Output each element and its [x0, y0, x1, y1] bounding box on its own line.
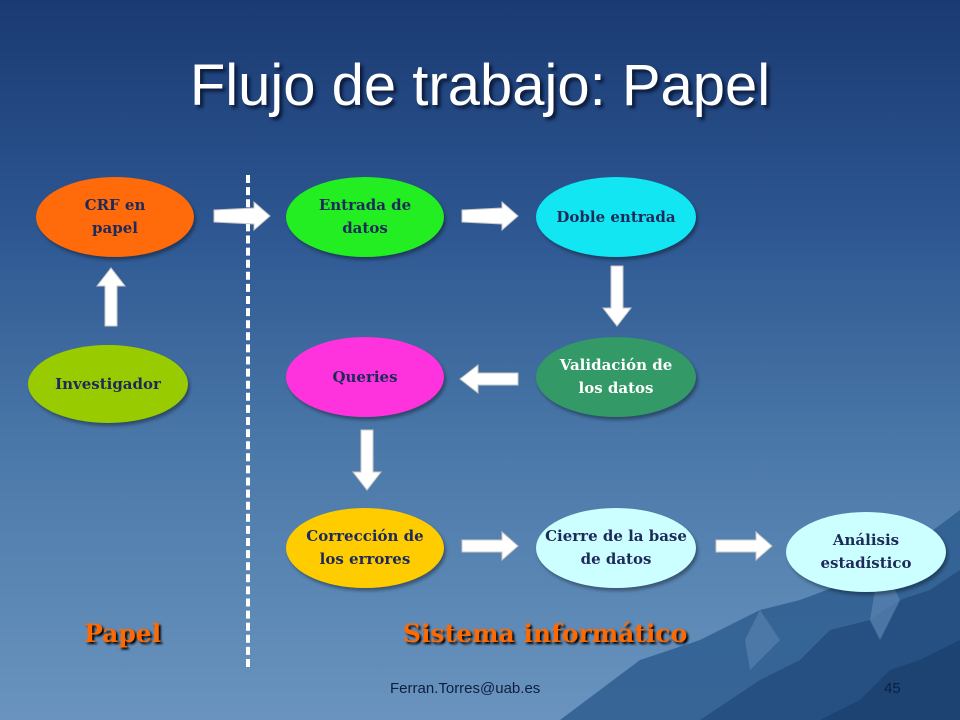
arrow-down-icon — [601, 265, 633, 327]
node-entrada-line2: datos — [342, 219, 388, 237]
section-label-papel: Papel — [84, 619, 162, 648]
node-crf-papel: CRF en papel — [36, 177, 194, 257]
node-analisis-line2: estadístico — [820, 554, 912, 572]
node-cierre-base: Cierre de la base de datos — [536, 508, 696, 588]
footer-email: Ferran.Torres@uab.es — [390, 680, 541, 697]
node-entrada-datos: Entrada de datos — [286, 177, 444, 257]
node-validacion-line2: los datos — [578, 379, 654, 397]
arrow-right-icon — [715, 530, 773, 562]
section-label-sistema: Sistema informático — [403, 619, 688, 648]
node-correccion-line1: Corrección de — [306, 527, 424, 545]
arrow-left-icon — [459, 363, 519, 395]
node-doble-entrada: Doble entrada — [536, 177, 696, 257]
page-number: 45 — [884, 680, 901, 697]
node-queries-label: Queries — [332, 367, 398, 386]
node-investigador: Investigador — [28, 345, 188, 423]
node-cierre-line2: de datos — [580, 550, 652, 568]
section-divider — [246, 175, 250, 667]
slide-title: Flujo de trabajo: Papel — [189, 53, 771, 118]
arrow-right-icon — [461, 200, 519, 232]
arrow-up-icon — [95, 267, 127, 327]
node-analisis-line1: Análisis — [832, 531, 900, 549]
node-validacion-line1: Validación de — [559, 356, 673, 374]
node-cierre-line1: Cierre de la base — [545, 527, 687, 545]
node-analisis-estadistico: Análisis estadístico — [786, 512, 946, 592]
node-investigador-label: Investigador — [55, 374, 161, 393]
node-queries: Queries — [286, 337, 444, 417]
node-doble-label: Doble entrada — [556, 207, 676, 226]
node-crf-line2: papel — [92, 219, 138, 237]
arrow-right-icon — [213, 200, 271, 232]
node-entrada-line1: Entrada de — [318, 196, 412, 214]
node-correccion-line2: los errores — [319, 550, 411, 568]
node-crf-line1: CRF en — [84, 196, 146, 214]
arrow-right-icon — [461, 530, 519, 562]
node-correccion-errores: Corrección de los errores — [286, 508, 444, 588]
node-validacion-datos: Validación de los datos — [536, 337, 696, 417]
arrow-down-icon — [351, 429, 383, 491]
